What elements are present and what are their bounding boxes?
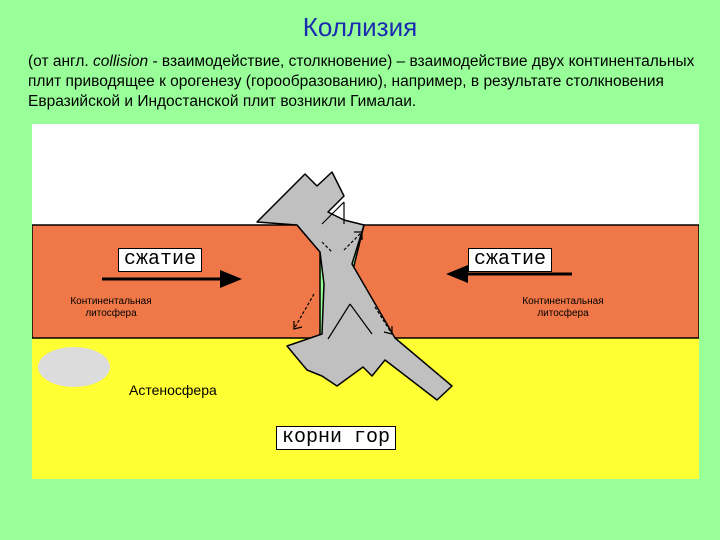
lithosphere-label-right: Континентальная литосфера xyxy=(498,296,628,320)
asthenosphere-label: Астеносфера xyxy=(129,382,217,398)
lithosphere-label-left: Континентальная литосфера xyxy=(46,296,176,320)
compression-label-left: сжатие xyxy=(118,248,202,272)
sky-layer xyxy=(32,124,699,225)
mountain-roots-label: корни гор xyxy=(276,426,396,450)
page-title: Коллизия xyxy=(0,12,720,43)
description-prefix: (от англ. xyxy=(28,53,93,70)
lithosphere-right xyxy=(352,225,699,338)
description: (от англ. collision - взаимодействие, ст… xyxy=(28,52,708,112)
compression-label-right: сжатие xyxy=(468,248,552,272)
collision-diagram: сжатие сжатие Континентальная литосфера … xyxy=(32,124,699,479)
blob-shape xyxy=(38,347,110,387)
description-term: collision xyxy=(93,53,148,70)
lithosphere-left xyxy=(32,225,320,338)
